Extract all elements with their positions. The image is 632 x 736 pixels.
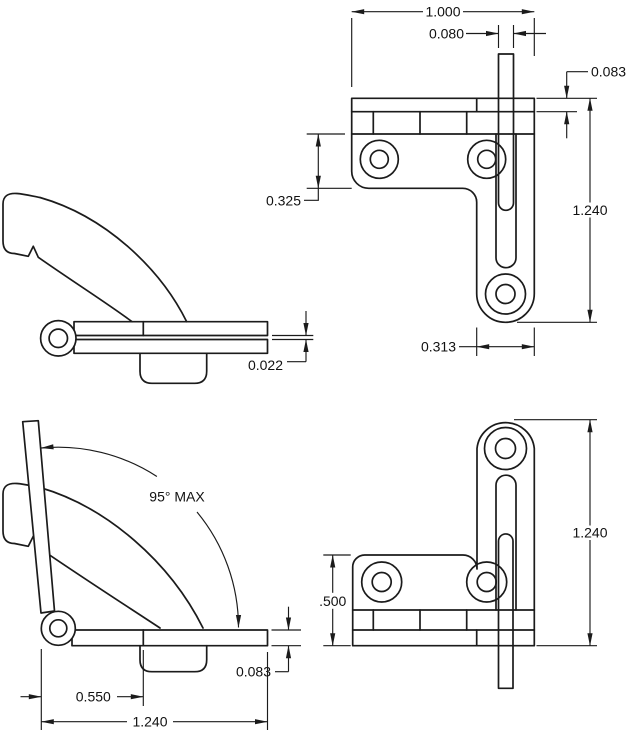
view-side-open: 95° MAX 0.083 0.550 1.240 [2, 419, 301, 730]
top-knuckle-dividers [372, 110, 468, 135]
closed-flap-arm [2, 192, 188, 323]
top-hinge-pin [497, 53, 515, 212]
front-hole-left-inner [371, 571, 393, 593]
dim-pivot-to-slot: 0.550 [76, 689, 111, 705]
front-knuckle-dividers [372, 609, 468, 631]
top-hole-right [466, 139, 507, 180]
closed-tab [139, 352, 208, 385]
dim-plate-height: .500 [319, 593, 346, 609]
dim-open-thickness: 0.083 [236, 663, 271, 679]
dim-top-height: 1.240 [572, 202, 607, 218]
dim-open-length: 1.240 [132, 714, 167, 730]
top-hole-right-inner [476, 149, 497, 170]
view-side-closed: 0.022 [2, 192, 314, 385]
dim-top-pin-width: 0.080 [429, 26, 464, 42]
dim-top-leg-width: 0.313 [421, 339, 456, 355]
front-hole-middle-inner [476, 571, 498, 593]
dim-1000-extensions [351, 18, 535, 87]
dim-open-1240-extensions [40, 649, 269, 730]
dim-top-width: 1.000 [425, 4, 460, 20]
front-hole-left [360, 561, 403, 603]
dim-leaf-gap: 0.022 [248, 357, 283, 373]
top-pin-slot [495, 133, 517, 269]
open-barrel-pin [48, 618, 68, 638]
dim-open-0083-extensions [271, 629, 301, 647]
top-hole-bottom [484, 273, 527, 315]
view-top: 1.000 0.080 0.083 1.240 0.325 0.313 [266, 4, 626, 356]
dim-top-thickness: 0.083 [591, 64, 626, 80]
dim-angle-arc-lower [196, 511, 242, 628]
dim-max-angle: 95° MAX [149, 489, 205, 505]
front-hinge-pin [497, 533, 514, 690]
dim-500-extensions [323, 554, 351, 647]
open-fixed-leaf [71, 629, 269, 647]
front-pin-slot [495, 474, 517, 611]
closed-bottom-leaf [73, 338, 269, 355]
dim-top-hole-offset: 0.325 [266, 192, 301, 208]
front-hole-top-inner [494, 437, 517, 460]
dim-0325-leader [304, 188, 319, 201]
dim-0313-extensions [476, 327, 535, 356]
dim-front-1240-extensions [514, 419, 597, 647]
top-hole-left [359, 139, 400, 180]
open-flap [21, 419, 56, 614]
front-plate-outline [351, 421, 536, 647]
open-tab [139, 644, 208, 673]
top-plate-outline [350, 97, 536, 324]
dim-front-height: 1.240 [572, 525, 607, 541]
top-hole-left-inner [369, 149, 390, 170]
front-hole-middle [465, 561, 508, 603]
dim-0080-extensions [497, 25, 515, 48]
closed-barrel [39, 319, 77, 357]
open-barrel [40, 610, 77, 647]
top-hole-bottom-inner [495, 283, 516, 305]
view-front: 1.240 .500 [319, 419, 608, 690]
front-hole-top [483, 426, 528, 471]
dim-0083-extensions [536, 97, 597, 113]
closed-top-leaf [73, 320, 269, 337]
dim-angle-arc-upper [40, 444, 158, 477]
closed-barrel-pin [48, 328, 69, 349]
dim-0325-extensions [306, 133, 352, 189]
dim-0022-extensions [272, 334, 314, 341]
open-phantom-closed-flap [2, 482, 204, 629]
